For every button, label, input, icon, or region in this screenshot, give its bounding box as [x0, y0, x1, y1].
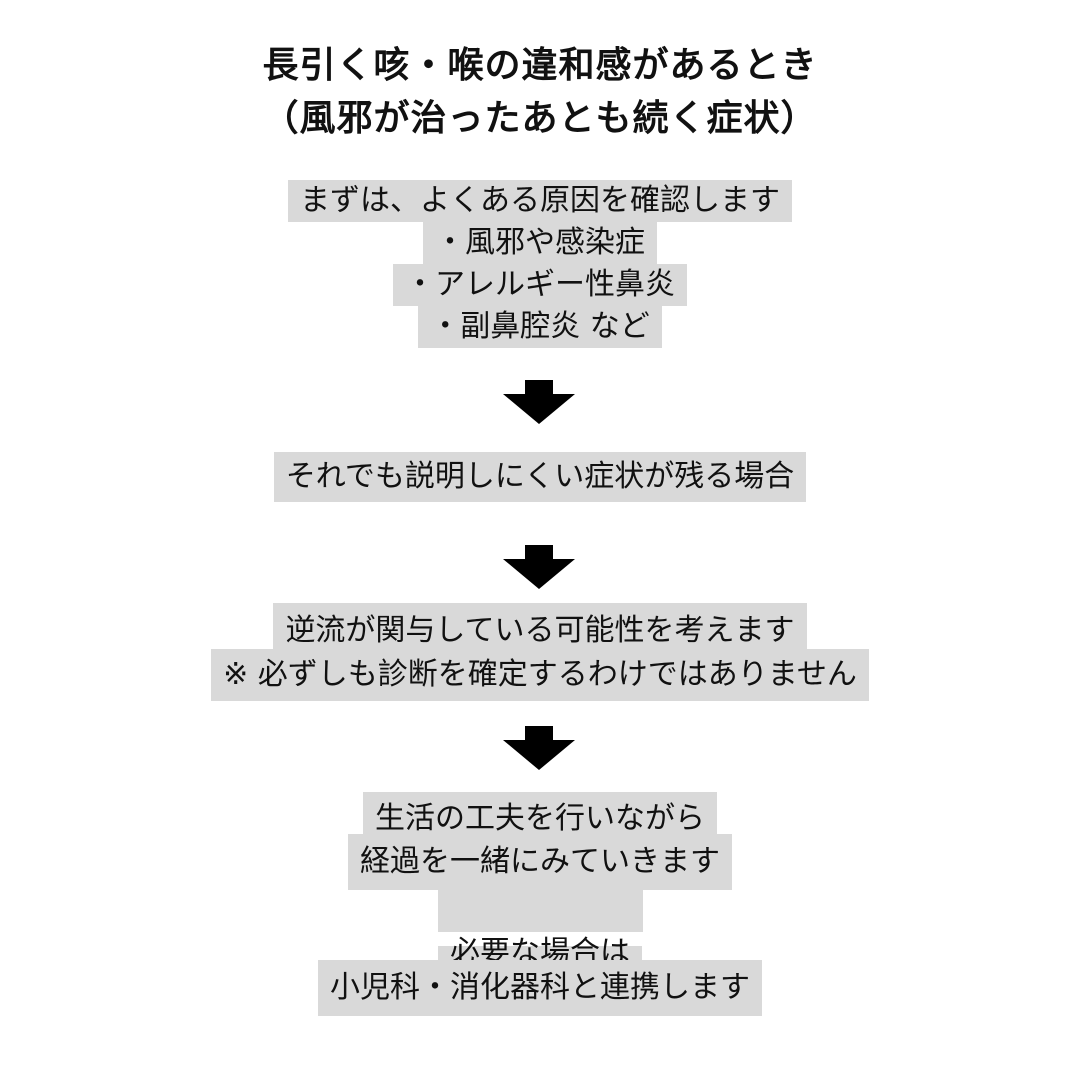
step-2-box: それでも説明しにくい症状が残る場合	[0, 452, 1080, 502]
step-4-spacer	[437, 890, 643, 932]
down-arrow-icon	[503, 726, 575, 770]
step-4-line-1: 生活の工夫を行いながら	[363, 792, 717, 836]
step-4-line-2: 経過を一緒にみていきます	[348, 834, 732, 890]
title-line-1: 長引く咳・喉の違和感があるとき	[262, 45, 818, 86]
step-3-box: 逆流が関与している可能性を考えます ※ 必ずしも診断を確定するわけではありません	[0, 603, 1080, 701]
step-1-item-sinusitis: ・副鼻腔炎 など	[418, 306, 662, 348]
step-1-item-cold: ・風邪や感染症	[423, 222, 657, 264]
step-1-heading: まずは、よくある原因を確認します	[288, 180, 792, 222]
down-arrow-icon	[503, 380, 575, 424]
step-4-box: 生活の工夫を行いながら 経過を一緒にみていきます 必要な場合は 小児科・消化器科…	[0, 792, 1080, 1016]
step-3-note: ※ 必ずしも診断を確定するわけではありません	[211, 649, 869, 701]
step-1-item-allergy: ・アレルギー性鼻炎	[393, 264, 687, 306]
step-2-text: それでも説明しにくい症状が残る場合	[273, 452, 807, 502]
title-line-2: （風邪が治ったあとも続く症状）	[262, 98, 818, 139]
down-arrow-icon	[503, 545, 575, 589]
step-4-line-4: 小児科・消化器科と連携します	[318, 960, 762, 1016]
step-1-box: まずは、よくある原因を確認します ・風邪や感染症 ・アレルギー性鼻炎 ・副鼻腔炎…	[0, 180, 1080, 348]
step-3-heading: 逆流が関与している可能性を考えます	[273, 603, 807, 649]
